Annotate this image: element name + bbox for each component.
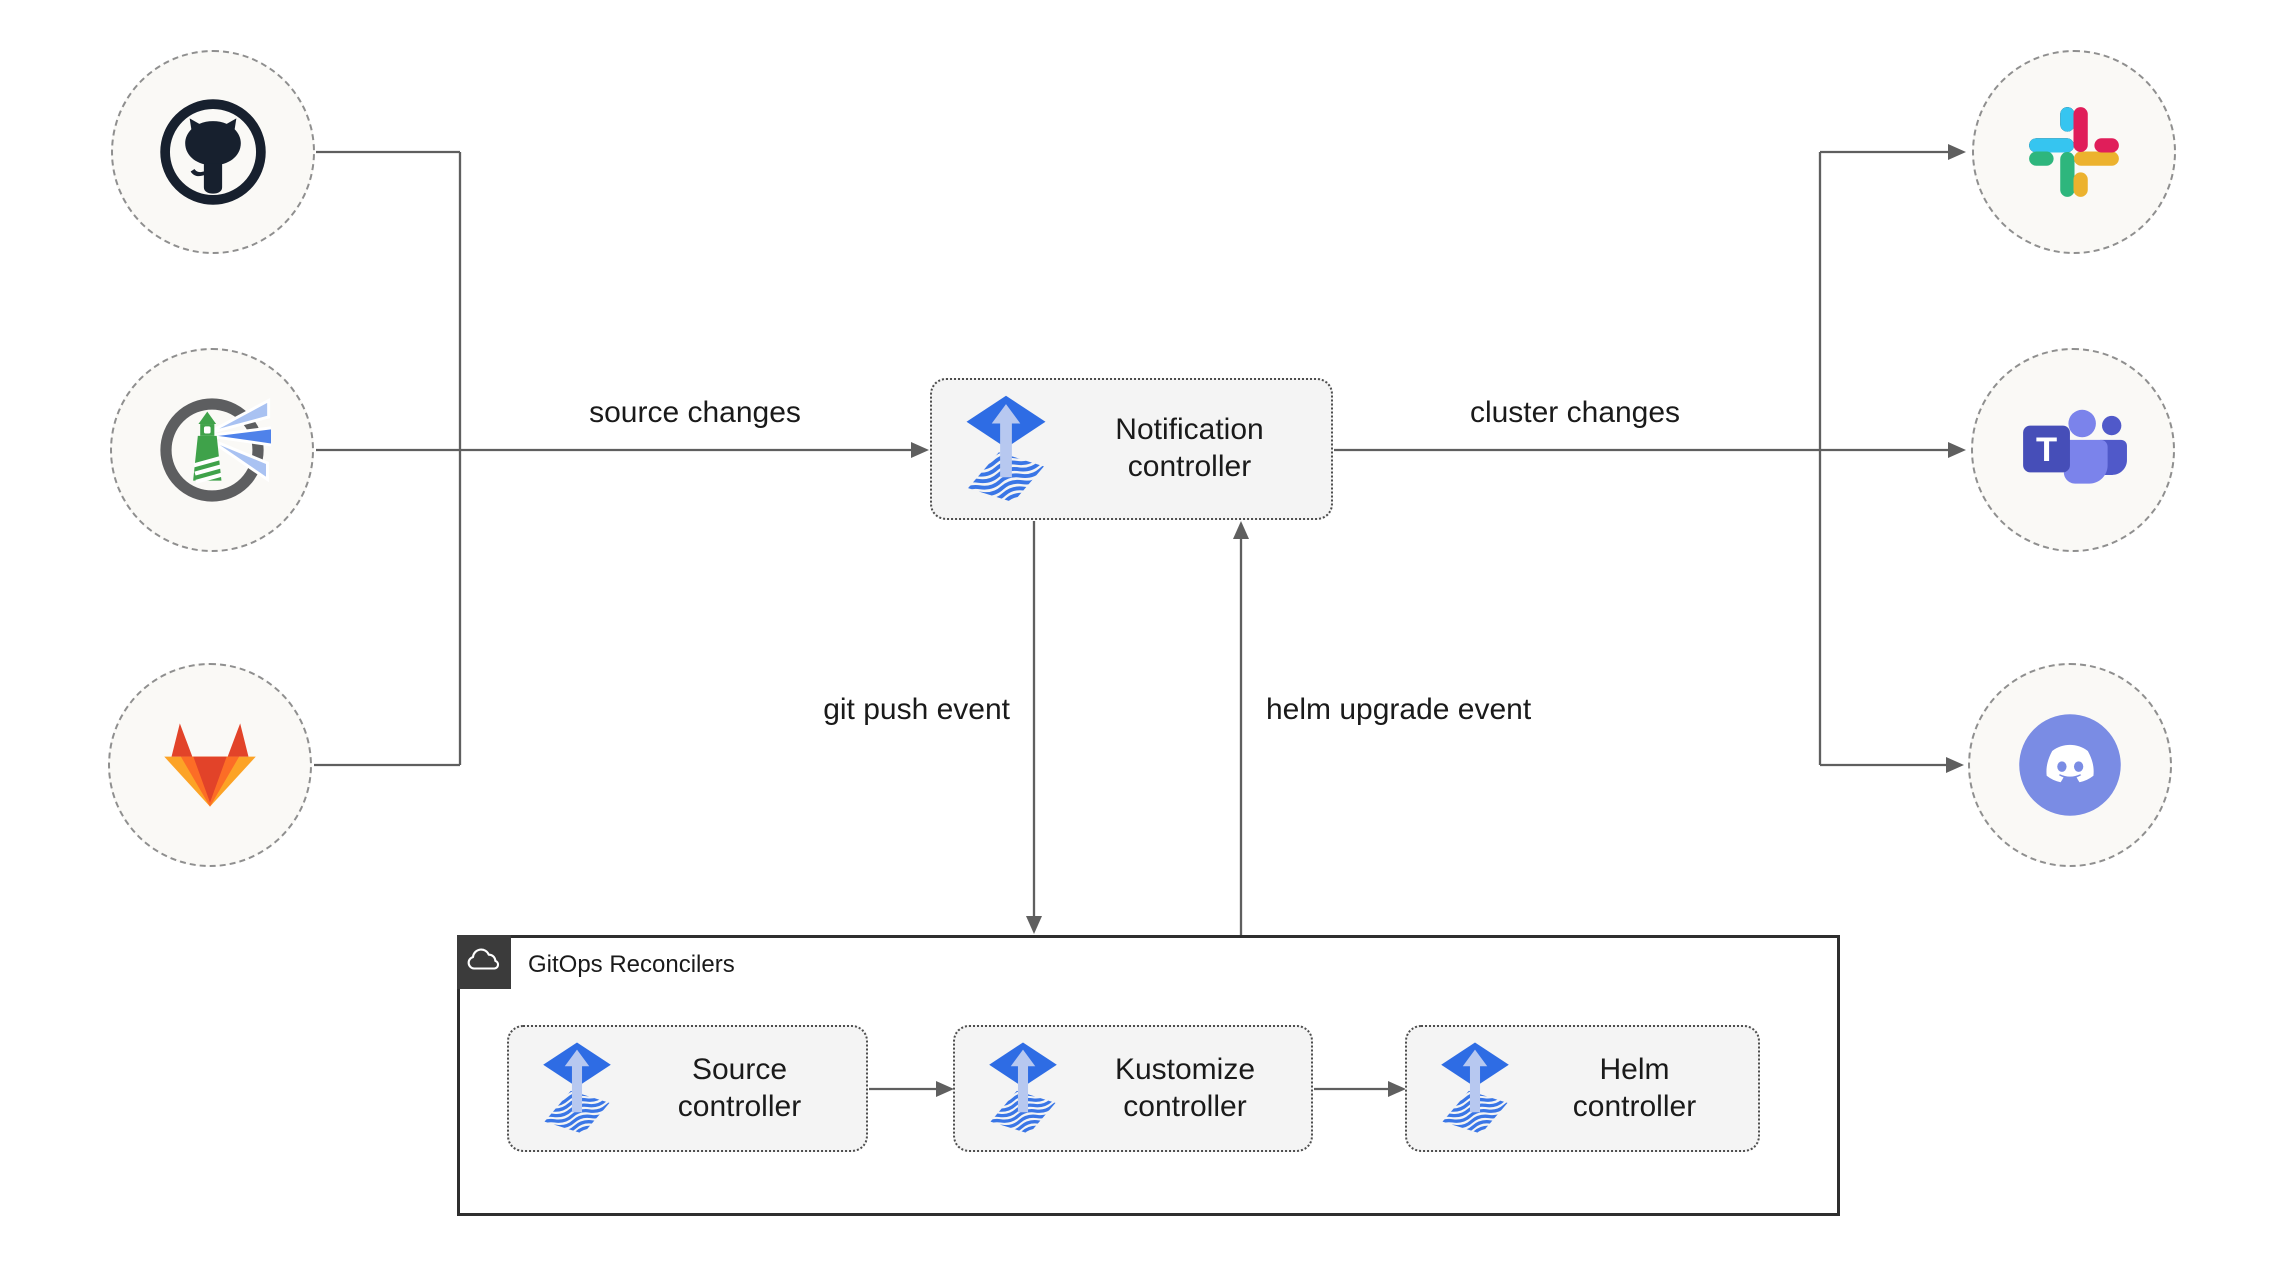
- node-kustomize-controller: Kustomize controller: [953, 1025, 1313, 1152]
- target-node-slack: [1972, 50, 2176, 254]
- source-node-gitlab: [108, 663, 312, 867]
- node-label: Source controller: [677, 1052, 802, 1123]
- gitlab-icon: [164, 723, 256, 807]
- edge-label-git-push-event: git push event: [823, 693, 1010, 726]
- svg-text:T: T: [2036, 431, 2057, 469]
- discord-icon: [2019, 714, 2121, 816]
- teams-icon: T: [2023, 409, 2127, 484]
- flux-icon: [964, 394, 1048, 505]
- node-notification-controller: Notification controller: [930, 378, 1333, 520]
- flux-icon: [987, 1041, 1059, 1136]
- node-label: Notification controller: [1115, 413, 1264, 483]
- flux-icon: [541, 1041, 613, 1136]
- slack-icon: [2029, 107, 2119, 197]
- cloud-icon: [467, 948, 500, 970]
- node-label: Helm controller: [1572, 1052, 1697, 1123]
- node-helm-controller: Helm controller: [1405, 1025, 1760, 1152]
- flux-icon: [1439, 1041, 1511, 1136]
- edge-label-helm-upgrade-event: helm upgrade event: [1266, 693, 1532, 726]
- node-source-controller: Source controller: [507, 1025, 868, 1152]
- group-title: GitOps Reconcilers: [528, 951, 735, 978]
- target-node-teams: T: [1971, 348, 2175, 552]
- target-node-discord: [1968, 663, 2172, 867]
- source-node-harbor: [110, 348, 314, 552]
- source-node-github: [111, 50, 315, 254]
- node-label: Kustomize controller: [1114, 1052, 1256, 1123]
- edge-label-source-changes: source changes: [589, 396, 801, 429]
- github-icon: [160, 99, 266, 205]
- harbor-icon: [160, 397, 271, 502]
- group-label-tag: [457, 935, 511, 989]
- edge-label-cluster-changes: cluster changes: [1469, 396, 1681, 429]
